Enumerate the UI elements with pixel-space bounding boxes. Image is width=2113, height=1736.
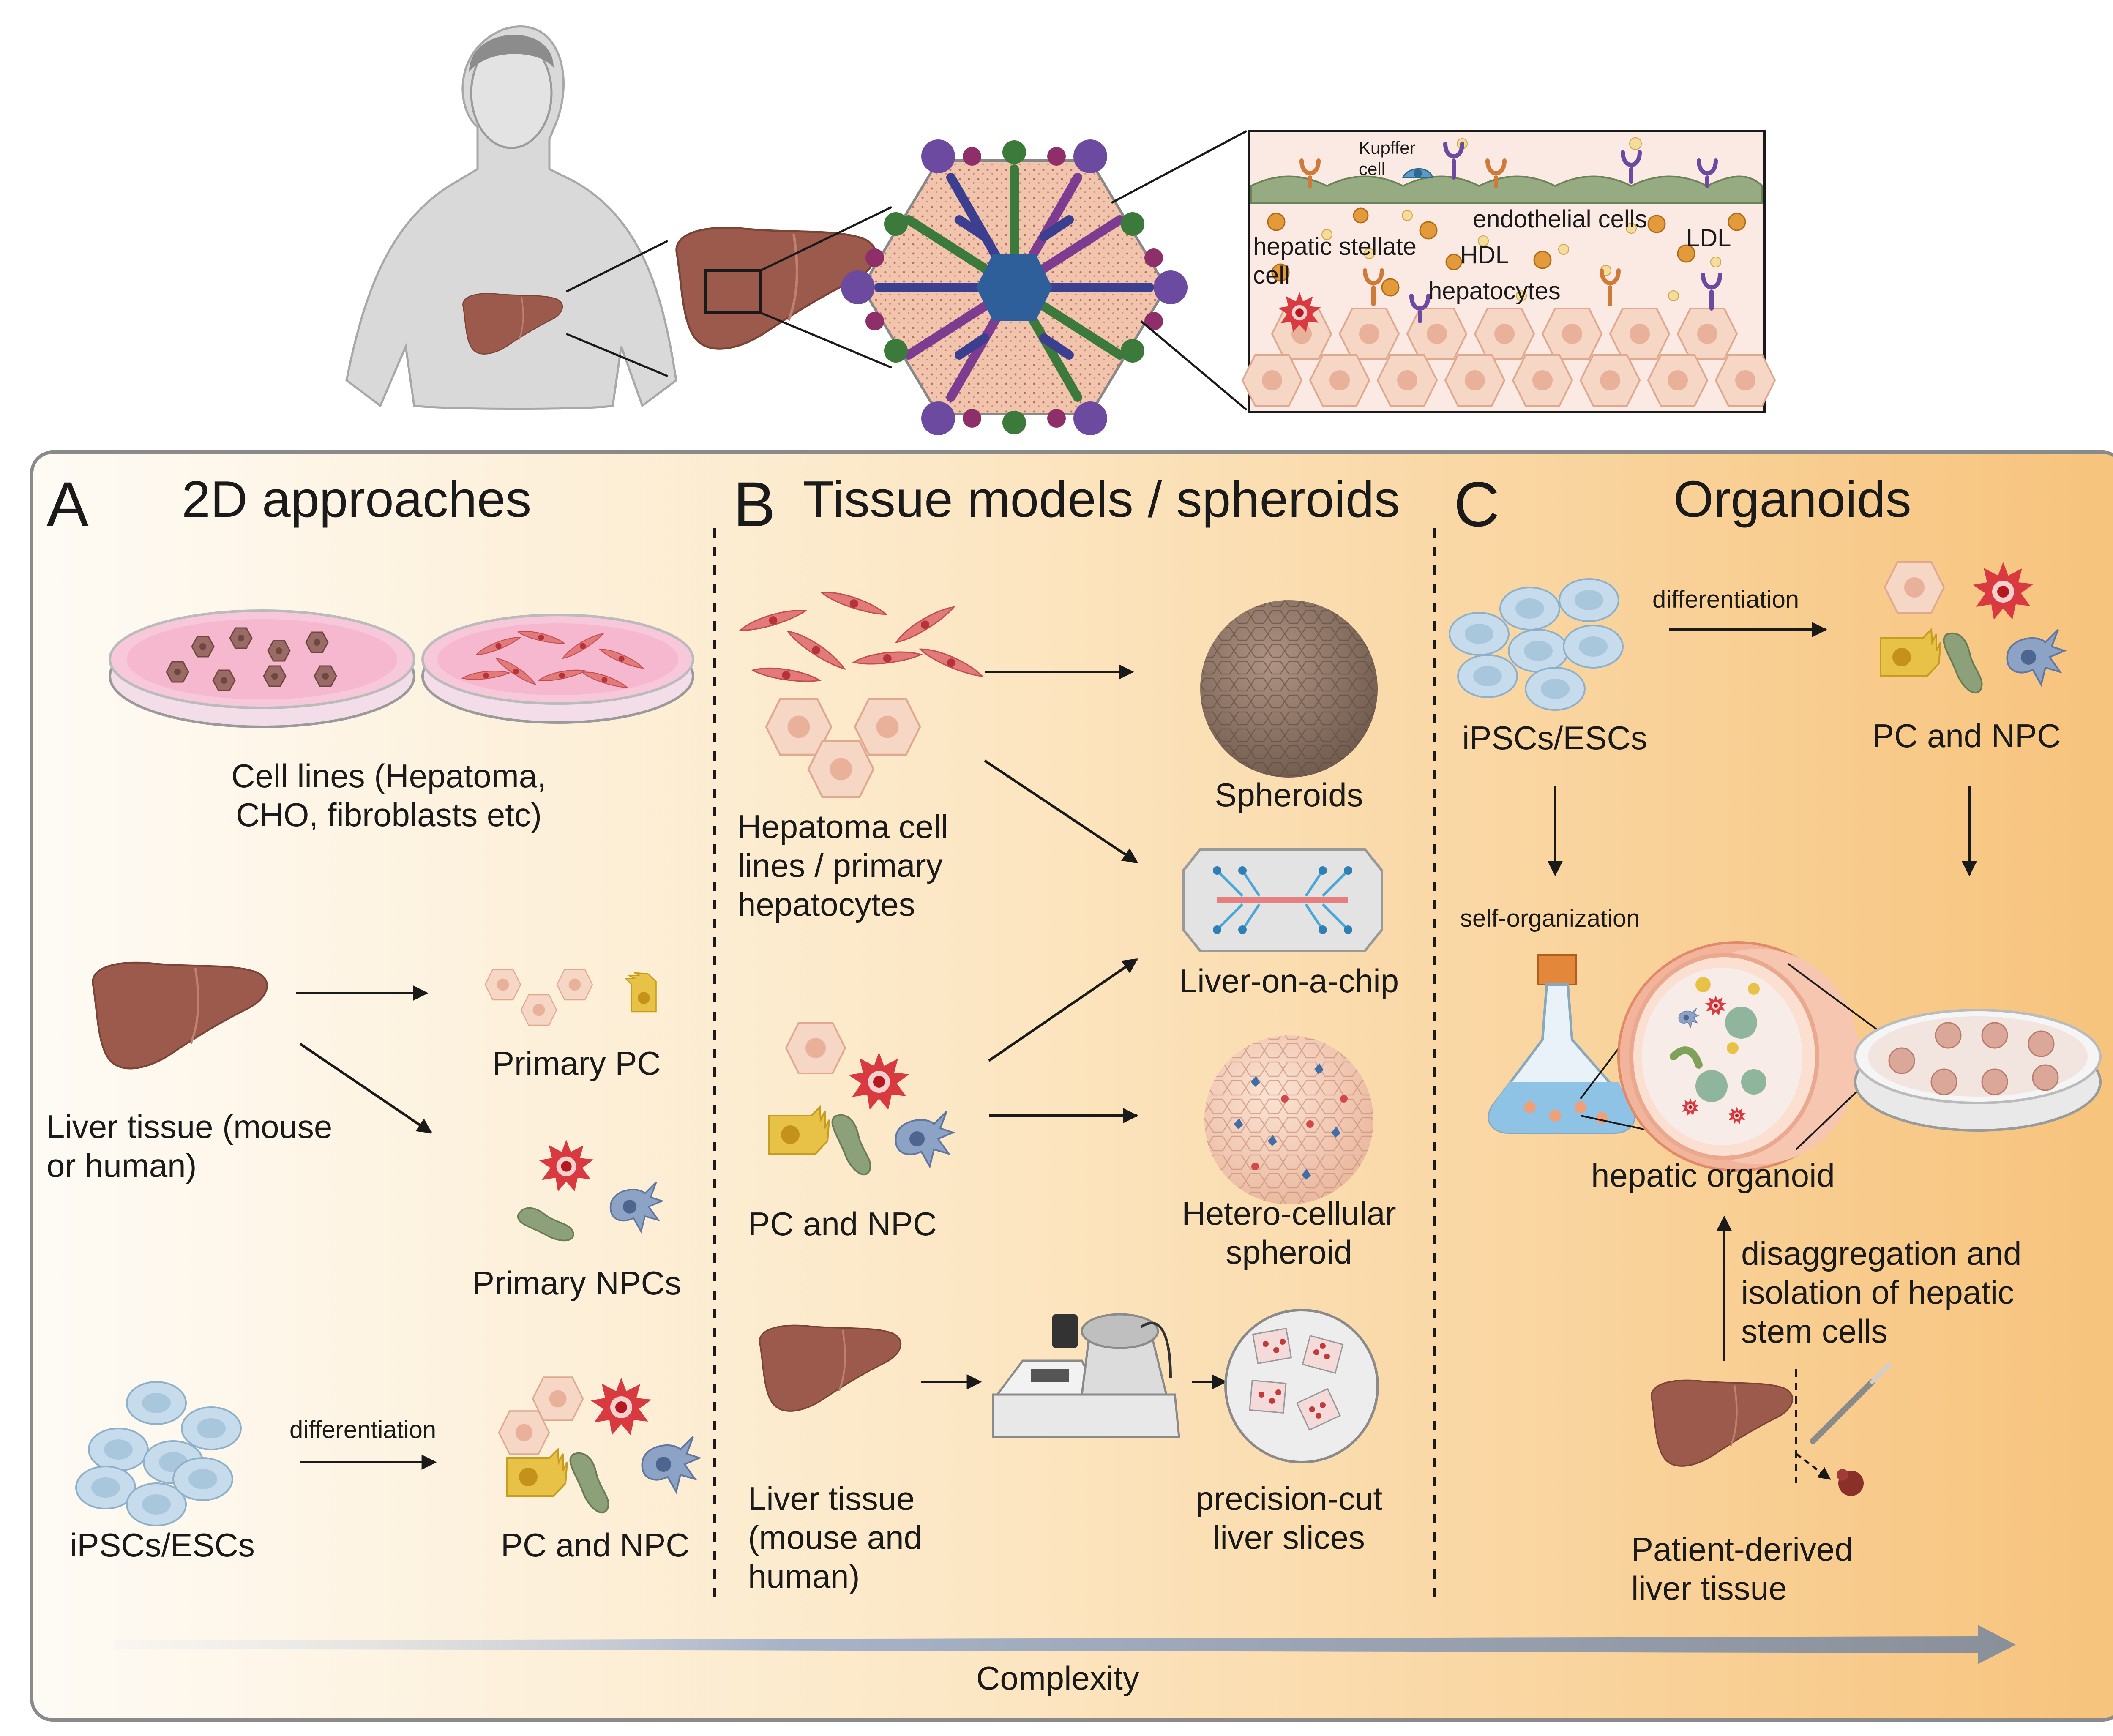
sinusoid-inset — [1242, 130, 1776, 413]
panel-c-letter: C — [1454, 469, 1500, 540]
vibratome — [992, 1313, 1180, 1438]
liver-on-a-chip — [1182, 848, 1383, 952]
self-organization-label: self-organization — [1460, 905, 1640, 932]
tissue-fragment — [1837, 1469, 1864, 1496]
hepatic-organoid-label: hepatic organoid — [1591, 1157, 1835, 1194]
hdl-label: HDL — [1460, 241, 1510, 269]
primary-pc-label: Primary PC — [492, 1045, 661, 1082]
petri-dish-fibroblasts — [421, 614, 694, 724]
hepatoma-label: Hepatoma cell lines / primary hepatocyte… — [737, 808, 948, 923]
complexity-label: Complexity — [976, 1660, 1139, 1697]
precision-cut-slices-label: precision-cut liver slices — [1195, 1480, 1383, 1556]
liver-slices-dish — [1224, 1309, 1379, 1463]
complexity-arrow — [114, 1625, 2016, 1664]
organoid-petri-dish — [1854, 1009, 2102, 1132]
pc-npc-b-label: PC and NPC — [748, 1205, 937, 1242]
disaggregation-label: disaggregation and isolation of hepatic … — [1741, 1235, 2022, 1350]
lipoprotein-receptors — [1299, 142, 1722, 323]
liver-tissue-a-label: Liver tissue (mouse or human) — [46, 1108, 333, 1185]
primary-npcs-label: Primary NPCs — [472, 1264, 682, 1302]
spheroids-label: Spheroids — [1215, 776, 1363, 813]
kupffer-cell-label: Kupffer cell — [1359, 138, 1416, 179]
panel-b-title: Tissue models / spheroids — [803, 470, 1400, 528]
hetero-cellular-spheroid-label: Hetero-cellular spheroid — [1182, 1195, 1396, 1271]
petri-dish-hepatoma — [109, 609, 415, 728]
pc-npc-c-label: PC and NPC — [1872, 717, 2061, 754]
scalpel — [1810, 1363, 1891, 1444]
liver-tissue-b-label: Liver tissue (mouse and human) — [748, 1480, 922, 1595]
lipoprotein-particles — [1267, 207, 1746, 297]
liver-on-a-chip-label: Liver-on-a-chip — [1179, 962, 1399, 999]
ipscs-c-label: iPSCs/ESCs — [1462, 719, 1647, 756]
panel-a-title: 2D approaches — [182, 470, 532, 528]
patient-derived-label: Patient-derived liver tissue — [1631, 1531, 1853, 1607]
cell-lines-label: Cell lines (Hepatoma, CHO, fibroblasts e… — [231, 757, 546, 834]
organoid-cross-section — [1617, 941, 1859, 1172]
differentiation-c-label: differentiation — [1652, 586, 1799, 613]
hepatic-stellate-cell-label: hepatic stellate cell — [1253, 233, 1417, 289]
inset-kupffer-cell — [1402, 168, 1434, 178]
endothelial-cells-label: endothelial cells — [1473, 205, 1647, 233]
panel-b-letter: B — [733, 469, 776, 540]
ipscs-a-label: iPSCs/ESCs — [70, 1526, 255, 1564]
human-figure — [345, 25, 677, 410]
spheroid — [1200, 600, 1378, 778]
panel-a-letter: A — [46, 469, 89, 540]
liver-lobule — [841, 139, 1188, 435]
pc-npc-a-label: PC and NPC — [501, 1526, 690, 1564]
hetero-cellular-spheroid — [1204, 1035, 1373, 1204]
hepatocytes-label: hepatocytes — [1428, 277, 1561, 305]
differentiation-a-label: differentiation — [289, 1416, 437, 1444]
panel-c-title: Organoids — [1673, 470, 1911, 528]
ldl-label: LDL — [1686, 224, 1731, 252]
